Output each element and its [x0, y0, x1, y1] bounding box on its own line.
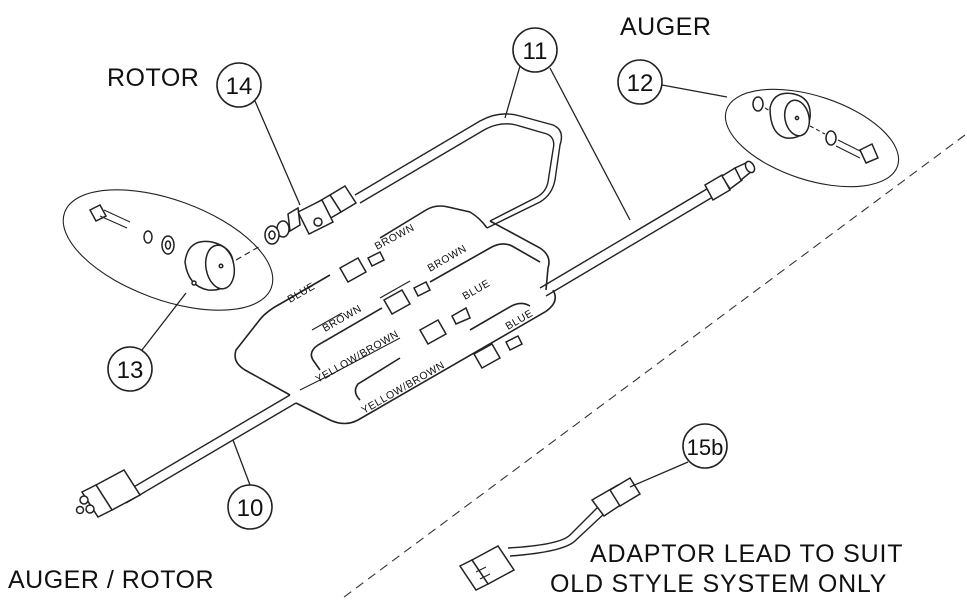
inner-harness-wires [234, 205, 556, 425]
auger-rotor-plug-connector [75, 469, 142, 518]
wire-label-blue-2: BLUE [461, 277, 493, 302]
adaptor-lead [458, 476, 642, 591]
callout-11-number: 11 [523, 38, 548, 65]
callout-12: 12 [617, 59, 728, 105]
separator-dashed-line [339, 134, 966, 600]
rotor-magnet-exploded-group [62, 189, 274, 311]
wire-label-yellow-brown-1: YELLOW/BROWN [314, 328, 402, 385]
auger-rotor-label: AUGER / ROTOR [8, 566, 214, 594]
callout-13-number: 13 [117, 357, 144, 384]
wire-label-brown-2: BROWN [426, 243, 469, 275]
wire-label-blue-1: BLUE [286, 280, 318, 305]
callout-14-number: 14 [226, 73, 253, 100]
main-harness-cable [119, 179, 729, 504]
callout-12-number: 12 [627, 70, 654, 97]
wire-label-brown-3: BROWN [321, 303, 364, 335]
callout-15b: 15b [629, 423, 728, 488]
callout-11: 11 [504, 27, 631, 221]
wire-label-brown-1: BROWN [373, 222, 417, 253]
callout-13: 13 [107, 292, 187, 392]
wire-label-blue-3: BLUE [504, 307, 536, 332]
adaptor-label-line-1: ADAPTOR LEAD TO SUIT [590, 540, 903, 568]
callout-15b-number: 15b [687, 435, 724, 460]
rotor-bracket-assembly [264, 198, 335, 245]
rotor-label: ROTOR [107, 64, 199, 92]
adaptor-label-line-2: OLD STYLE SYSTEM ONLY [550, 570, 887, 598]
auger-label: AUGER [620, 13, 711, 41]
auger-magnet-exploded-group [724, 88, 900, 188]
callout-14: 14 [216, 62, 301, 206]
rotor-loop-cable [354, 113, 563, 229]
callout-10: 10 [227, 439, 273, 530]
bullet-connectors [338, 250, 524, 370]
callout-10-number: 10 [237, 495, 264, 522]
auger-cable-gland [703, 160, 756, 202]
wire-label-yellow-brown-2: YELLOW/BROWN [360, 359, 448, 416]
